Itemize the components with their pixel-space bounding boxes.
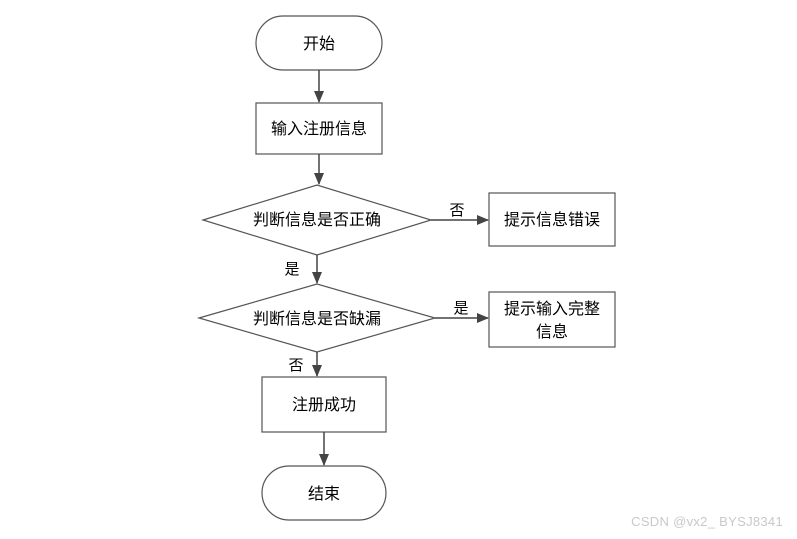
check-correct-label: 判断信息是否正确 — [253, 210, 381, 229]
error-tip-label: 提示信息错误 — [504, 210, 600, 229]
end-label: 结束 — [308, 484, 340, 503]
complete-tip-label-line2: 信息 — [536, 322, 568, 341]
start-node: 开始 — [255, 15, 383, 71]
success-label: 注册成功 — [292, 395, 356, 414]
success-node: 注册成功 — [261, 376, 387, 433]
complete-tip-node: 提示输入完整 信息 — [488, 291, 616, 348]
end-node: 结束 — [261, 465, 387, 521]
error-tip-node: 提示信息错误 — [488, 192, 616, 247]
check-missing-label: 判断信息是否缺漏 — [253, 309, 381, 328]
start-label: 开始 — [303, 34, 335, 53]
edge-label-missing-no: 否 — [288, 356, 303, 374]
watermark-text: CSDN @vx2_ BYSJ8341 — [631, 514, 783, 529]
edge-label-missing-yes: 是 — [453, 299, 468, 317]
edge-label-correct-no: 否 — [449, 201, 464, 219]
check-correct-node: 判断信息是否正确 — [200, 184, 434, 256]
edge-label-correct-yes: 是 — [284, 260, 299, 278]
input-node: 输入注册信息 — [255, 102, 383, 155]
complete-tip-label-line1: 提示输入完整 — [504, 299, 600, 318]
check-missing-node: 判断信息是否缺漏 — [196, 283, 438, 353]
input-label: 输入注册信息 — [271, 119, 367, 138]
